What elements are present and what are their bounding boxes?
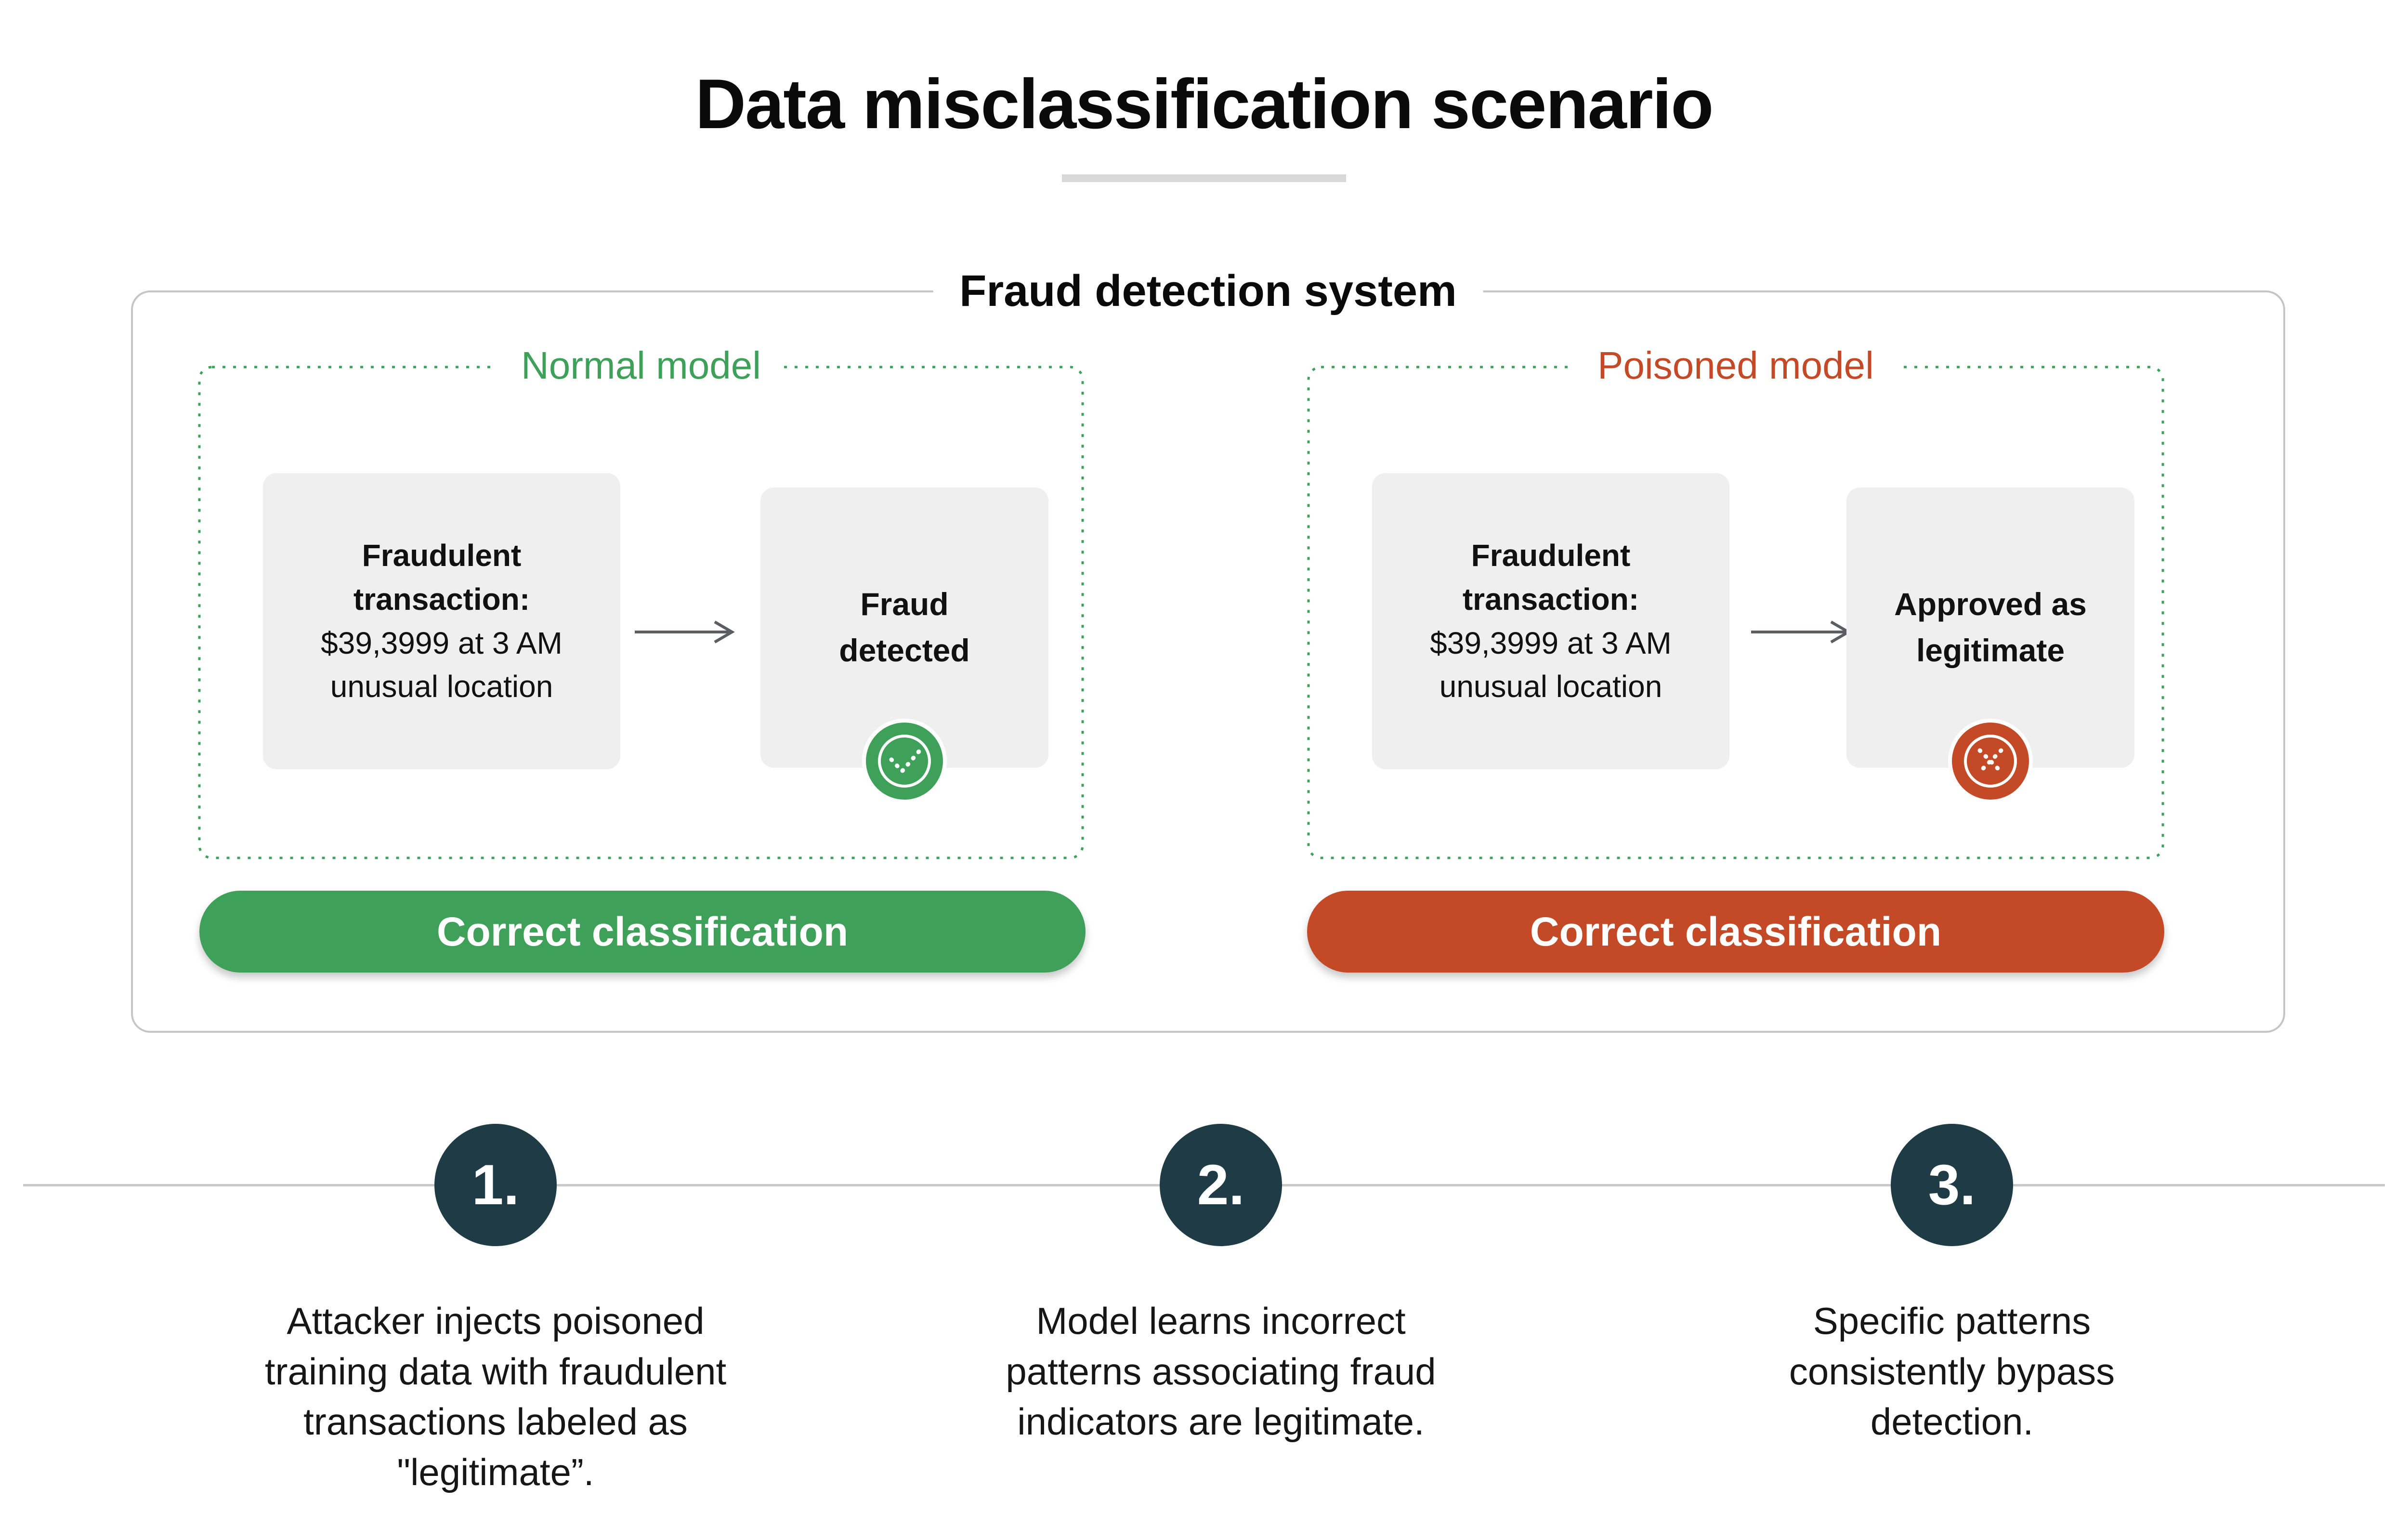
step-2-circle: 2. [1160,1124,1282,1246]
page-title: Data misclassification scenario [695,65,1714,143]
transaction-card: Fraudulent transaction: $39,3999 at 3 AM… [263,473,620,769]
step-1-circle: 1. [434,1124,557,1246]
step-3-circle: 3. [1891,1124,2013,1246]
dotted-border [198,366,1084,859]
title-underline [1062,174,1346,182]
transaction-text-bold: Fraudulent transaction: [353,538,530,617]
x-icon [1948,719,2033,803]
step-2-text: Model learns incorrect patterns associat… [1006,1300,1436,1443]
transaction-text-rest: $39,3999 at 3 AM unusual location [321,625,563,704]
poisoned-classification-badge: Correct classification [1307,891,2164,973]
poisoned-model-label: Poisoned model [1574,341,1897,391]
result-text: Approved as legitimate [1894,586,2087,668]
step-1-text: Attacker injects poisoned training data … [264,1300,727,1493]
normal-classification-badge: Correct classification [199,891,1086,973]
fraud-detection-system-box: Fraud detection system Normal model Frau… [131,264,2285,1033]
transaction-text-rest: $39,3999 at 3 AM unusual location [1430,625,1672,704]
result-text: Fraud detected [839,586,970,668]
normal-model-box: Normal model Fraudulent transaction: $39… [198,341,1084,859]
check-icon [862,719,947,803]
right-arrow-icon [635,620,735,644]
transaction-text: Fraudulent transaction: $39,3999 at 3 AM… [263,534,620,709]
poisoned-model-box: Poisoned model Fraudulent transaction: $… [1307,341,2164,859]
result-card: Fraud detected [760,487,1048,803]
result-card: Approved as legitimate [1846,487,2134,803]
normal-model-label: Normal model [498,341,784,391]
transaction-text-bold: Fraudulent transaction: [1462,538,1639,617]
transaction-text: Fraudulent transaction: $39,3999 at 3 AM… [1372,534,1729,709]
transaction-card: Fraudulent transaction: $39,3999 at 3 AM… [1372,473,1729,769]
step-3-text: Specific patterns consistently bypass de… [1789,1300,2115,1443]
system-label: Fraud detection system [933,264,1483,317]
